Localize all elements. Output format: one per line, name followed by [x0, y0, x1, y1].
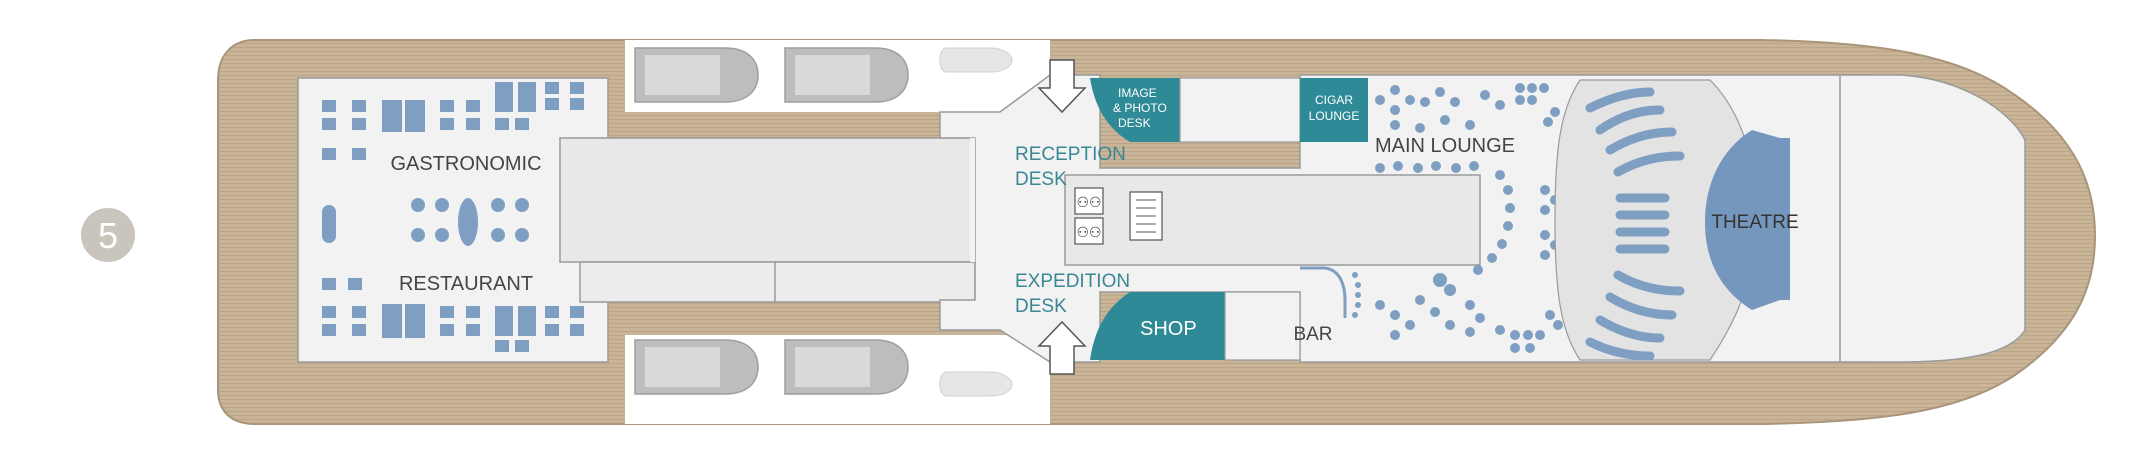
lounge-seating	[1375, 83, 1563, 353]
stairs-arrow-icon	[1037, 59, 1087, 114]
elevator-icon	[1129, 191, 1163, 241]
svg-text:⚇⚇: ⚇⚇	[1076, 224, 1101, 240]
zodiac-icon	[939, 371, 1013, 397]
image-photo-desk	[1090, 78, 1180, 142]
label-image-1: IMAGE	[1118, 86, 1157, 100]
restroom-icon: ⚇⚇ ⚇⚇	[1074, 187, 1104, 245]
label-reception-1: RECEPTION	[1015, 144, 1126, 165]
svg-text:⚇⚇: ⚇⚇	[1076, 194, 1101, 210]
label-expedition-2: DESK	[1015, 296, 1067, 317]
label-shop: SHOP	[1140, 318, 1197, 340]
label-cigar-1: CIGAR	[1315, 93, 1353, 107]
bar-counter	[1300, 266, 1347, 318]
label-image-3: DESK	[1118, 116, 1151, 130]
deck-number-badge: 5	[81, 208, 135, 262]
label-bar: BAR	[1293, 324, 1332, 345]
deck-number: 5	[98, 215, 118, 256]
theatre-stage	[1705, 130, 1790, 310]
cigar-lounge	[1300, 78, 1368, 142]
gastronomic-tables	[322, 198, 529, 246]
room-labels: GASTRONOMIC RESTAURANT RECEPTION DESK EX…	[390, 86, 1798, 345]
label-image-2: & PHOTO	[1113, 101, 1167, 115]
restaurant-tables-bottom	[322, 278, 584, 352]
label-expedition-1: EXPEDITION	[1015, 271, 1130, 292]
bow-interior	[1839, 74, 2026, 363]
zodiac-icon	[939, 47, 1013, 73]
stairs-arrow-icon	[1037, 320, 1087, 375]
label-gastronomic: GASTRONOMIC	[390, 153, 541, 175]
restaurant-tables-top	[322, 82, 584, 160]
central-corridor	[559, 137, 976, 263]
label-theatre: THEATRE	[1711, 212, 1798, 233]
shop	[1090, 292, 1225, 360]
label-reception-2: DESK	[1015, 169, 1067, 190]
label-cigar-2: LOUNGE	[1309, 109, 1360, 123]
label-restaurant: RESTAURANT	[399, 273, 533, 295]
label-main-lounge: MAIN LOUNGE	[1375, 135, 1515, 157]
central-lobby	[1064, 174, 1481, 266]
theatre-seating	[1585, 87, 1685, 361]
